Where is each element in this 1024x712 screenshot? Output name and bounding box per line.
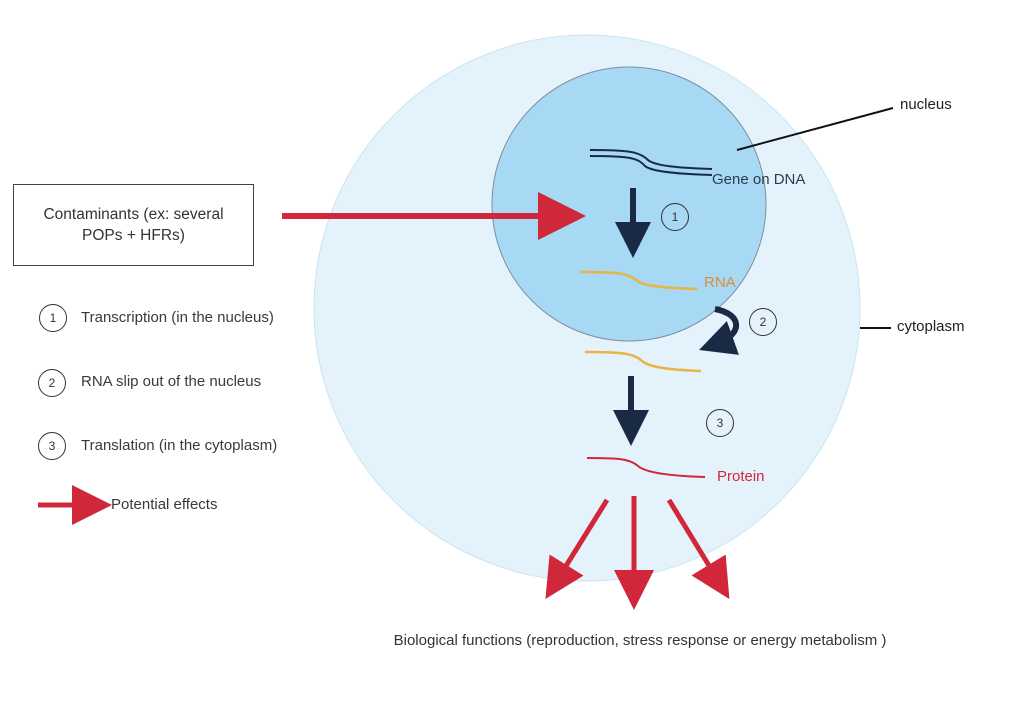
contaminants-label: Contaminants (ex: several POPs + HFRs) bbox=[43, 206, 224, 244]
nucleus-leader-line bbox=[736, 107, 894, 151]
step-2-badge: 2 bbox=[749, 308, 777, 336]
legend-step-2-badge: 2 bbox=[38, 369, 66, 397]
step-3-badge: 3 bbox=[706, 409, 734, 437]
protein-label: Protein bbox=[717, 468, 765, 485]
legend-step-1-label: Transcription (in the nucleus) bbox=[81, 309, 274, 326]
legend-step-3-badge: 3 bbox=[38, 432, 66, 460]
nucleus-label: nucleus bbox=[900, 96, 952, 113]
rna-label: RNA bbox=[704, 274, 736, 291]
legend-effects-label: Potential effects bbox=[111, 496, 218, 513]
legend-step-2-label: RNA slip out of the nucleus bbox=[81, 373, 262, 390]
biological-functions-label: Biological functions (reproduction, stre… bbox=[393, 632, 887, 649]
step-1-badge: 1 bbox=[661, 203, 689, 231]
rna-strand-cytoplasm bbox=[584, 350, 702, 373]
function-arrow-left bbox=[545, 498, 610, 599]
cytoplasm-label: cytoplasm bbox=[897, 318, 965, 335]
nucleus-circle bbox=[491, 66, 767, 342]
rna-export-arrow bbox=[699, 306, 740, 355]
protein-strand bbox=[586, 457, 706, 478]
function-arrow-right bbox=[666, 498, 730, 600]
dna-strand-bottom bbox=[589, 155, 713, 176]
dna-strand-top bbox=[589, 149, 713, 170]
contaminants-box: Contaminants (ex: several POPs + HFRs) bbox=[13, 184, 254, 266]
legend-step-1-badge: 1 bbox=[39, 304, 67, 332]
legend-step-3-label: Translation (in the cytoplasm) bbox=[81, 437, 278, 454]
gene-label: Gene on DNA bbox=[712, 171, 806, 188]
rna-strand-nucleus bbox=[579, 270, 698, 291]
